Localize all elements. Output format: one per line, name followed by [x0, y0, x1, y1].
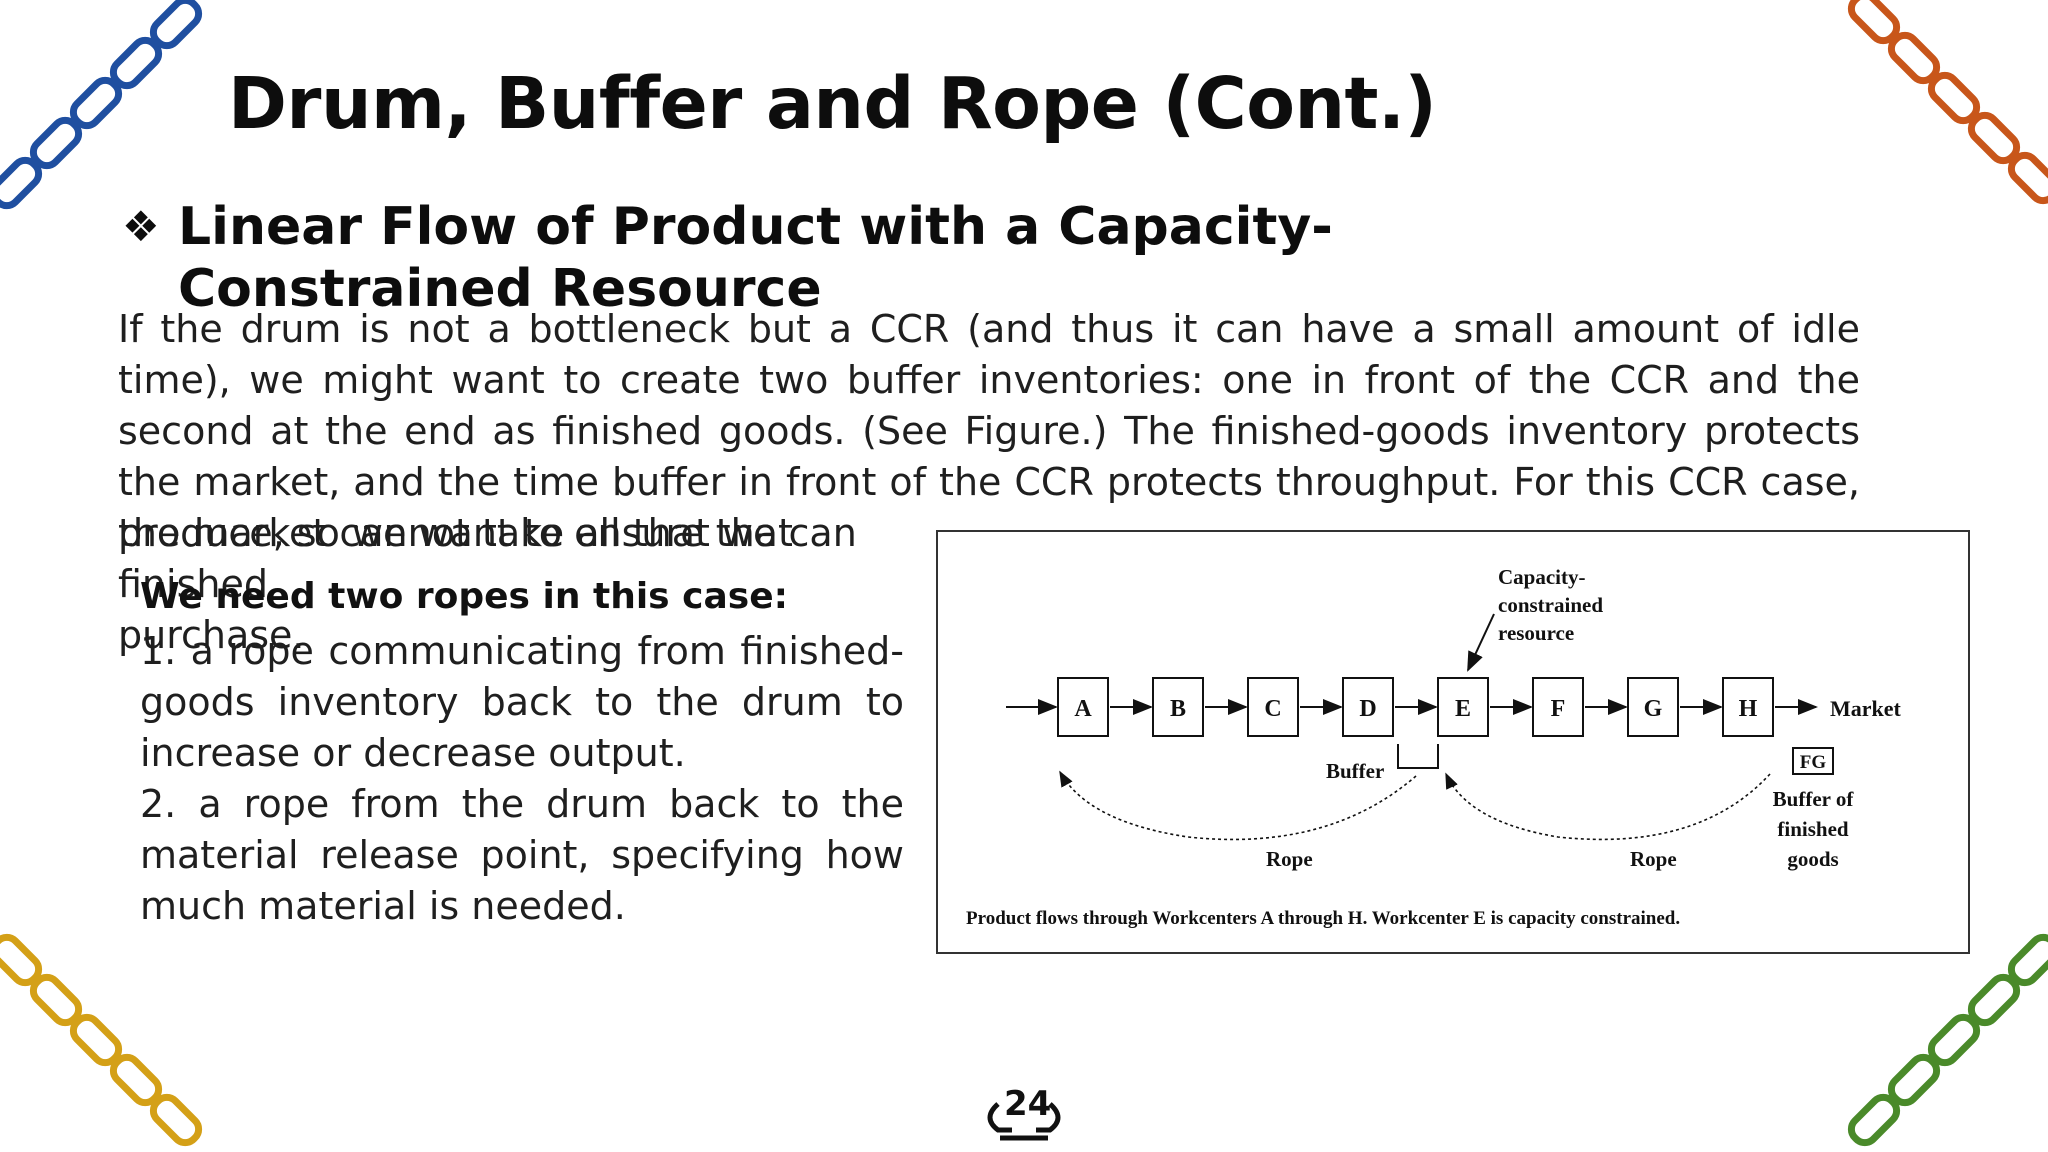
- workcenter-g-label: G: [1644, 696, 1663, 722]
- page-number-ornament: [987, 1102, 1061, 1141]
- fg-buffer-label-line-3: goods: [1787, 847, 1838, 871]
- workcenter-a-label: A: [1074, 696, 1092, 722]
- page-number: 24: [1004, 1084, 1052, 1124]
- body-paragraph-continued: produce, so we want to ensure that finis…: [118, 508, 918, 661]
- workcenter-b-box: [1152, 677, 1204, 737]
- subheading: ❖ Linear Flow of Product with a Capacity…: [122, 196, 1682, 320]
- fg-buffer-label-line-1: Buffer of: [1773, 787, 1855, 811]
- workcenter-f-label: F: [1551, 696, 1566, 722]
- workcenter-e-box: [1437, 677, 1489, 737]
- chain-top-left-decoration: [0, 0, 203, 210]
- figure-caption: Product flows through Workcenters A thro…: [966, 908, 1680, 929]
- drum-buffer-rope-figure: A B C D E F G H Market Capacity- constra…: [936, 530, 1970, 954]
- ccr-label-line-3: resource: [1498, 621, 1574, 645]
- rope-right-curve: [1445, 772, 1771, 841]
- workcenter-c-label: C: [1264, 696, 1281, 722]
- workcenter-f-box: [1532, 677, 1584, 737]
- ropes-heading: We need two ropes in this case:: [140, 576, 789, 617]
- paragraph-line-overlap: purchase.: [118, 613, 305, 657]
- subheading-text: Linear Flow of Product with a Capacity-C…: [178, 197, 1333, 319]
- body-paragraph: If the drum is not a bottleneck but a CC…: [118, 307, 1860, 555]
- workcenter-d-label: D: [1359, 696, 1376, 722]
- chain-top-right-decoration: [1847, 0, 2048, 205]
- workcenter-g-box: [1627, 677, 1679, 737]
- rope-item-2: 2. a rope from the drum back to the mate…: [140, 782, 904, 928]
- rope-left-label: Rope: [1266, 847, 1313, 871]
- chain-bottom-right-decoration: [1847, 933, 2048, 1147]
- rope-left-curve: [1059, 770, 1417, 841]
- workcenter-d-box: [1342, 677, 1394, 737]
- workcenter-c-box: [1247, 677, 1299, 737]
- workcenter-h-box: [1722, 677, 1774, 737]
- workcenter-h-label: H: [1739, 696, 1758, 722]
- market-label: Market: [1830, 696, 1902, 721]
- workcenter-e-label: E: [1455, 696, 1471, 722]
- ropes-list: 1. a rope communicating from finished-go…: [140, 626, 904, 932]
- slide-title: Drum, Buffer and Rope (Cont.): [228, 62, 1437, 145]
- workcenter-a-box: [1057, 677, 1109, 737]
- workcenter-b-label: B: [1170, 696, 1186, 722]
- diamond-bullet-icon: ❖: [122, 202, 160, 251]
- chain-bottom-left-decoration: [0, 933, 203, 1147]
- rope-right-label: Rope: [1630, 847, 1677, 871]
- buffer-label: Buffer: [1326, 759, 1384, 783]
- flow-diagram: A B C D E F G H Market Capacity- constra…: [966, 565, 1902, 929]
- rope-item-1: 1. a rope communicating from finished-go…: [140, 629, 904, 775]
- fg-buffer-label-line-2: finished: [1777, 817, 1849, 841]
- paragraph-line: produce, so we want to ensure that finis…: [118, 511, 793, 606]
- ccr-label-line-2: constrained: [1498, 593, 1603, 617]
- fg-label: FG: [1800, 752, 1827, 773]
- fg-box: [1792, 747, 1834, 775]
- ccr-label-line-1: Capacity-: [1498, 565, 1586, 589]
